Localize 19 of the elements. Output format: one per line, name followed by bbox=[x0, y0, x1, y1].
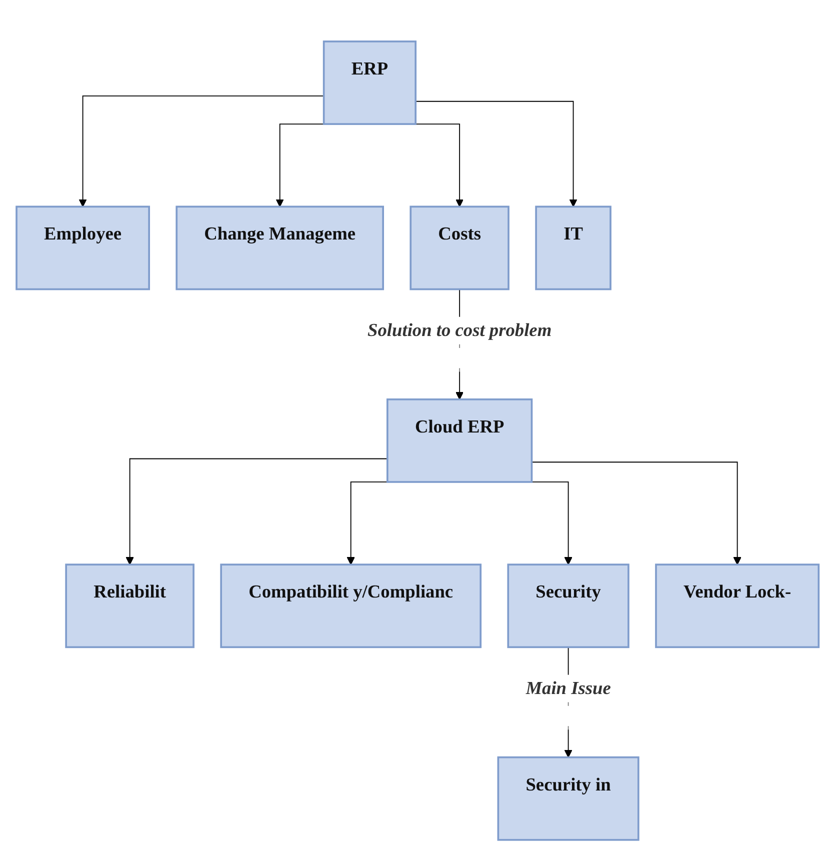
arrow bbox=[126, 458, 388, 566]
node-box: Change Manageme bbox=[176, 206, 384, 291]
arrow bbox=[415, 101, 578, 208]
node-box: Security in bbox=[497, 756, 640, 842]
edge-label: Solution to cost problem bbox=[368, 320, 552, 342]
node-box: Costs bbox=[410, 206, 510, 291]
edge-label: Main Issue bbox=[526, 678, 611, 699]
arrow bbox=[276, 124, 326, 208]
node-box: ERP bbox=[322, 40, 417, 126]
node-box: IT bbox=[535, 206, 612, 291]
node-box: Employee bbox=[16, 206, 150, 291]
node-box: Compatibilit y/Complianc bbox=[220, 564, 482, 648]
node-box: Reliabilit bbox=[65, 564, 194, 648]
arrow bbox=[78, 96, 324, 208]
arrow bbox=[531, 462, 742, 566]
node-box: Security bbox=[507, 564, 630, 648]
arrow bbox=[414, 124, 464, 208]
node-box: Vendor Lock- bbox=[655, 564, 820, 648]
node-box: Cloud ERP bbox=[386, 398, 533, 484]
